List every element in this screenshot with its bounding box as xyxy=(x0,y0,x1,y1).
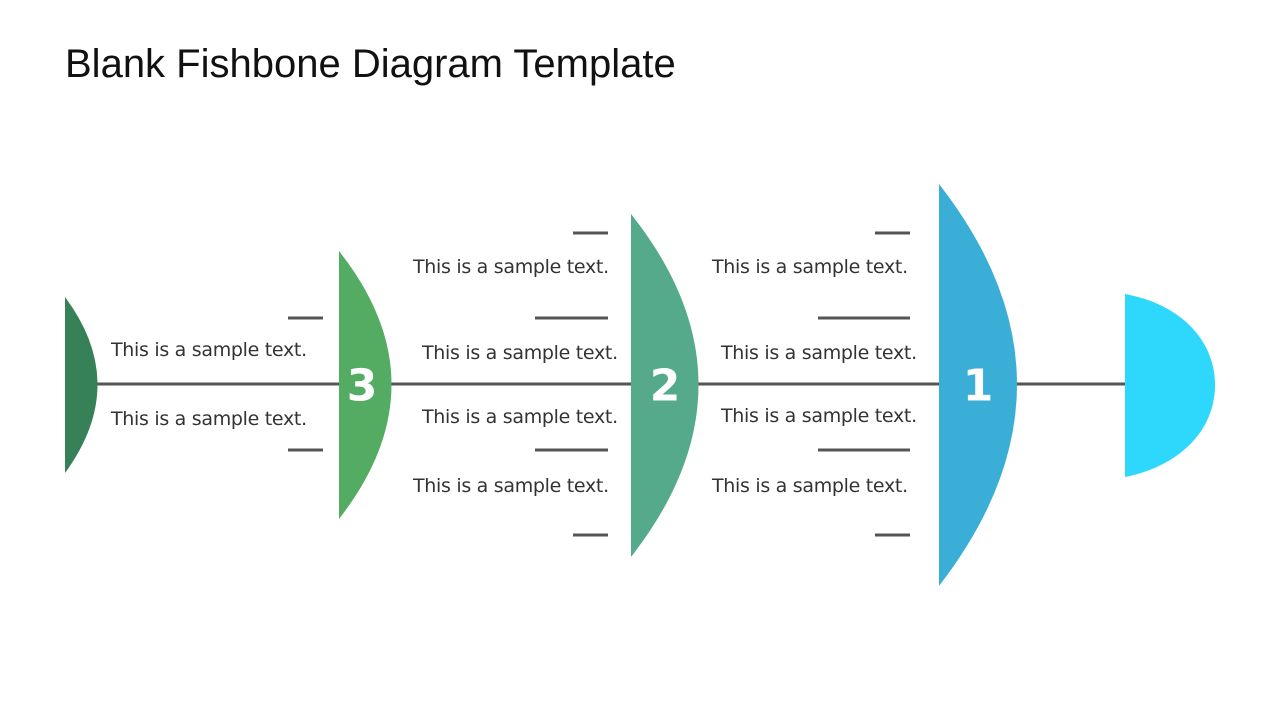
segment-2-label-2: This is a sample text. xyxy=(422,342,618,364)
fish-tail-shape xyxy=(65,297,98,473)
segment-1-label-2: This is a sample text. xyxy=(721,342,917,364)
segment-1-shape xyxy=(939,184,1017,586)
segment-1-label-4: This is a sample text. xyxy=(712,475,908,497)
segment-3-number: 3 xyxy=(346,360,378,412)
segment-2-shape xyxy=(631,214,699,557)
segment-2-number: 2 xyxy=(649,360,681,412)
page-title: Blank Fishbone Diagram Template xyxy=(65,42,676,86)
segment-3-label-top: This is a sample text. xyxy=(111,339,307,361)
segment-3-bones xyxy=(288,316,323,452)
segment-2-bones xyxy=(535,231,608,537)
segment-1-number: 1 xyxy=(962,360,994,412)
segment-2-label-3: This is a sample text. xyxy=(422,406,618,428)
segment-3-shape xyxy=(339,251,392,519)
segment-2-label-1: This is a sample text. xyxy=(413,256,609,278)
segment-3-label-bottom: This is a sample text. xyxy=(111,408,307,430)
segment-1-label-3: This is a sample text. xyxy=(721,405,917,427)
fish-head-shape xyxy=(1125,294,1215,477)
segment-1-bones xyxy=(818,231,910,537)
segment-1-label-1: This is a sample text. xyxy=(712,256,908,278)
segment-2-label-4: This is a sample text. xyxy=(413,475,609,497)
